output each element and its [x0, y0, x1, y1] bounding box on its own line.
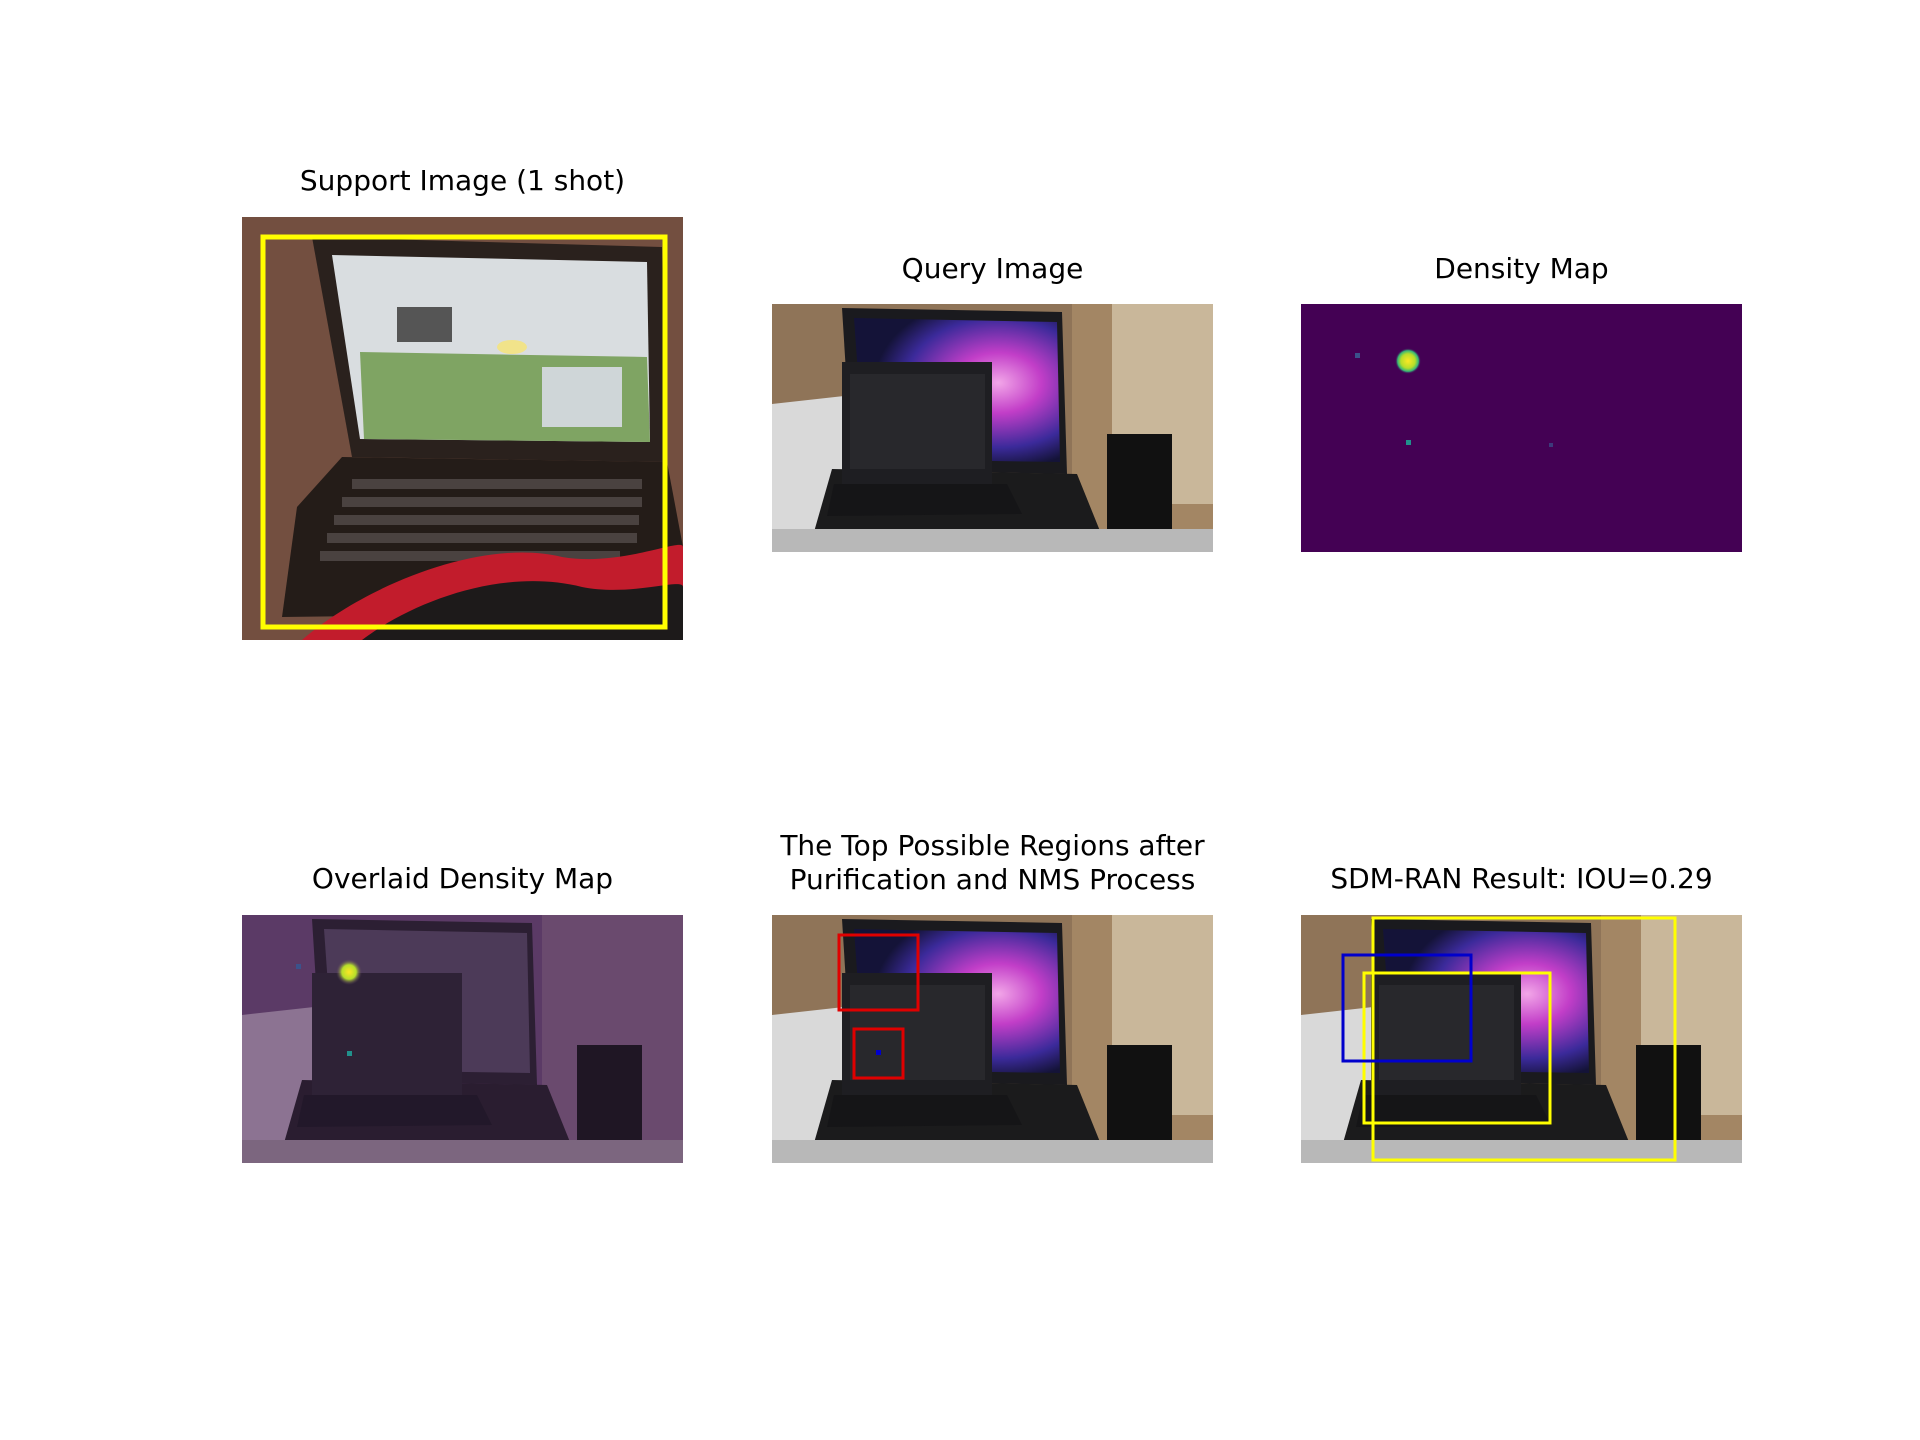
overlaid-density-map-panel [242, 915, 683, 1163]
ground-truth-box-small [1362, 971, 1552, 1125]
top-regions-title: The Top Possible Regions after Purificat… [742, 829, 1243, 897]
density-map-title: Density Map [1434, 252, 1609, 285]
overlaid-density-map [242, 915, 683, 1163]
support-bounding-box [260, 234, 668, 630]
support-image [242, 217, 683, 640]
support-image-title: Support Image (1 shot) [299, 164, 626, 197]
support-image-panel [242, 217, 683, 640]
top-regions-title-line1: The Top Possible Regions after [780, 829, 1205, 862]
ground-truth-box-large [1371, 916, 1677, 1162]
density-map-panel [1301, 304, 1742, 552]
sdm-ran-result-panel [1301, 915, 1742, 1163]
top-regions-title-line2: Purification and NMS Process [789, 863, 1196, 896]
top-regions-panel [772, 915, 1213, 1163]
proposal-box-1 [837, 933, 920, 1012]
predicted-box [1341, 953, 1473, 1063]
query-image-panel [772, 304, 1213, 552]
query-image [772, 304, 1213, 552]
proposal-box-2 [852, 1027, 905, 1080]
density-map [1301, 304, 1742, 552]
top-regions-image [772, 915, 1213, 1163]
sdm-ran-result-title: SDM-RAN Result: IOU=0.29 [1330, 862, 1713, 895]
overlaid-density-map-title: Overlaid Density Map [311, 862, 614, 895]
overlay-density-peak [336, 959, 362, 985]
query-image-title: Query Image [901, 252, 1084, 285]
sdm-ran-result-image [1301, 915, 1742, 1163]
density-peak [1395, 348, 1421, 374]
